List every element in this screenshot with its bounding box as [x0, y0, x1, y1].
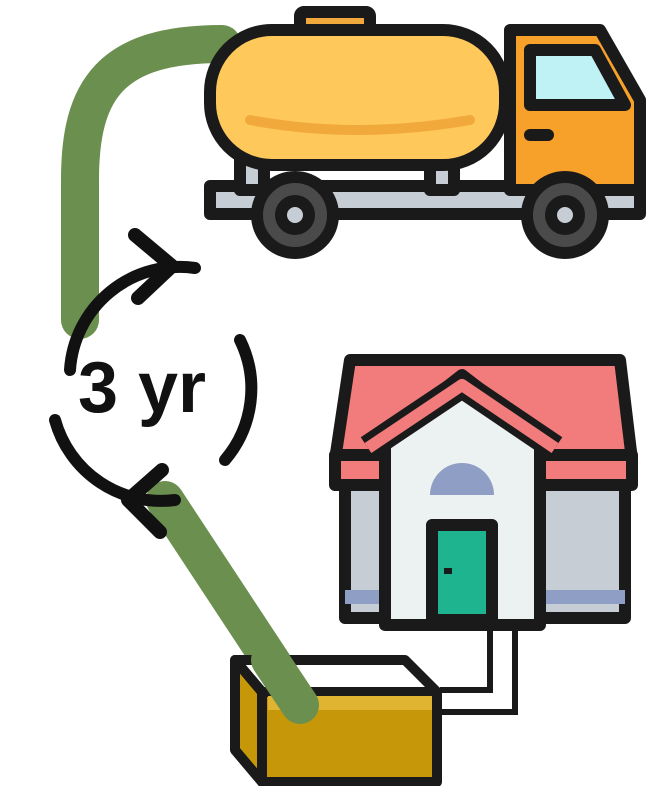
house-icon	[335, 360, 632, 625]
tanker-truck-icon	[210, 12, 640, 253]
hose-end	[270, 660, 300, 705]
drain-pipe	[440, 625, 515, 712]
cycle-label: 3 yr	[78, 348, 206, 428]
